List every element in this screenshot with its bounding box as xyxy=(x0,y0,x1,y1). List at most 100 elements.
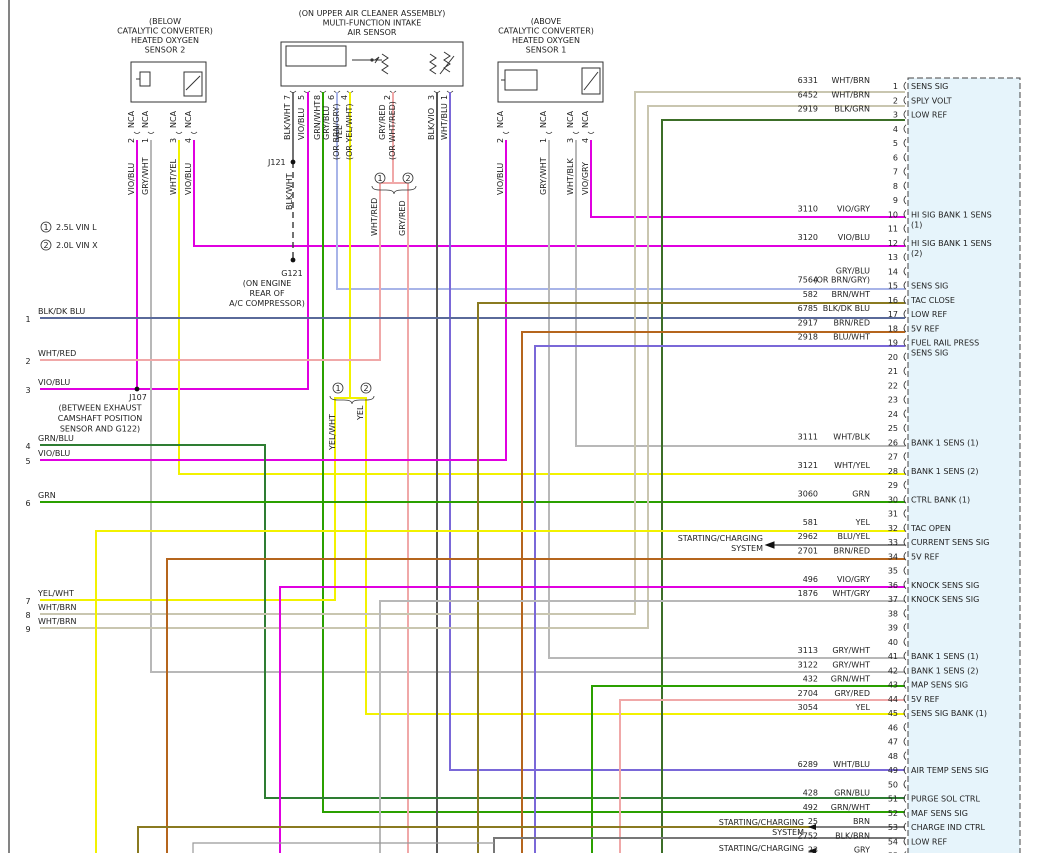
legend-text: 2.0L VIN X xyxy=(56,241,98,250)
connector-fork xyxy=(147,131,155,134)
sensor1-wire-color: VIO/BLU xyxy=(496,163,505,195)
pcm-pin-number: 22 xyxy=(888,381,898,390)
sensor2-wire-color: VIO/BLU xyxy=(184,163,193,195)
pcm-circuit-number: 3111 xyxy=(798,432,818,441)
left-connector-wire-color: GRN/BLU xyxy=(38,434,74,443)
pcm-pin-function: SENS SIG xyxy=(911,82,948,91)
pcm-pin-number: 6 xyxy=(893,153,898,162)
pcm-pin-function: HI SIG BANK 1 SENS xyxy=(911,210,992,219)
legend-mark-ring xyxy=(40,221,52,233)
pcm-pin-function: SENS SIG xyxy=(911,282,948,291)
pcm-pin-number: 23 xyxy=(888,396,898,405)
pcm-wire-color: GRY/BLU xyxy=(836,267,870,276)
maf-title-line: MULTI-FUNCTION INTAKE xyxy=(323,19,422,28)
variant-brace xyxy=(329,395,375,405)
ground-g121-label: (ON ENGINE xyxy=(243,279,292,288)
wire-pcm-32-yel xyxy=(95,530,905,853)
pcm-wire-color: BRN xyxy=(853,817,870,826)
pcm-pin-number: 31 xyxy=(888,510,898,519)
wire-s2-pin4-vio-blu xyxy=(193,140,905,247)
pcm-wire-color-alt: (OR BRN/GRY) xyxy=(814,276,871,285)
pcm-connector-box xyxy=(907,77,1021,853)
pcm-pin-fork xyxy=(903,423,907,433)
pcm-circuit-number: 2917 xyxy=(798,318,818,327)
sensor2-pin-number: 2 xyxy=(127,138,136,143)
connector-fork xyxy=(545,131,553,134)
pcm-circuit-number: 3122 xyxy=(798,660,818,669)
nca-label: NCA xyxy=(127,110,136,128)
pcm-pin-fork xyxy=(903,181,907,191)
pcm-pin-fork xyxy=(903,680,907,689)
pcm-pin-function: CURRENT SENS SIG xyxy=(911,538,989,547)
pcm-pin-fork xyxy=(903,110,907,119)
pcm-circuit-number: 432 xyxy=(803,675,818,684)
pcm-pin-function: BANK 1 SENS (2) xyxy=(911,467,978,476)
pcm-pin-function: KNOCK SENS SIG xyxy=(911,581,979,590)
variant-mark-ring xyxy=(360,382,372,394)
legend-mark: 1 xyxy=(43,223,48,232)
left-connector-wire-color: WHT/RED xyxy=(38,349,76,358)
pcm-pin-number: 48 xyxy=(888,752,898,761)
sensor1-wire-color: WHT/BLK xyxy=(566,158,575,195)
pcm-circuit-number: 6785 xyxy=(798,304,818,313)
pcm-pin-number: 39 xyxy=(888,624,898,633)
pcm-circuit-number: 3120 xyxy=(798,233,818,242)
starting-charging-system-label: SYSTEM xyxy=(731,544,763,553)
pcm-circuit-number: 3054 xyxy=(798,703,818,712)
pcm-pin-number: 24 xyxy=(888,410,898,419)
maf-pin-number: 6 xyxy=(327,95,336,100)
pcm-pin-number: 26 xyxy=(888,438,898,447)
left-connector-pin-number: 1 xyxy=(25,315,30,324)
nca-label: NCA xyxy=(539,110,548,128)
pcm-pin-fork xyxy=(903,580,907,590)
wire-s1-pin4-vio-gry xyxy=(590,140,905,218)
pcm-pin-number: 40 xyxy=(888,638,898,647)
ground-g121-label: REAR OF xyxy=(249,289,284,298)
sensor2-pin-number: 4 xyxy=(184,138,193,143)
maf-pin-number: 5 xyxy=(297,95,306,100)
pcm-wire-color: YEL xyxy=(855,518,871,527)
splice-j107-label: SENSOR AND G122) xyxy=(60,425,140,434)
pcm-pin-function: LOW REF xyxy=(911,111,948,120)
pcm-circuit-number: 1876 xyxy=(798,589,818,598)
sensor2-title-line: CATALYTIC CONVERTER) xyxy=(117,27,213,36)
variant-mark-ring xyxy=(402,172,414,184)
pcm-pin-function: KNOCK SENS SIG xyxy=(911,595,979,604)
pcm-pin-function: SPLY VOLT xyxy=(911,96,952,105)
pcm-circuit-number: 3060 xyxy=(798,489,818,498)
pcm-pin-fork xyxy=(903,209,907,219)
pcm-circuit-number: 7564 xyxy=(798,276,818,285)
pcm-pin-fork xyxy=(903,594,907,604)
pcm-pin-function: 5V REF xyxy=(911,552,940,561)
wire-pcm-19-blu-wht xyxy=(534,345,905,853)
pcm-wire-color: BRN/RED xyxy=(834,318,871,327)
pcm-pin-function: LOW REF xyxy=(911,837,948,846)
pcm-pin-number: 43 xyxy=(888,681,898,690)
pcm-pin-function: CTRL BANK (1) xyxy=(911,495,970,504)
maf-wire-color: GRY/BLU xyxy=(322,106,331,140)
pcm-pin-fork xyxy=(903,95,907,105)
pcm-circuit-number: 6331 xyxy=(798,76,818,85)
splice-j107-label: CAMSHAFT POSITION xyxy=(58,414,143,423)
sensor1-title-line: HEATED OXYGEN xyxy=(512,36,580,45)
pcm-pin-fork xyxy=(903,266,907,276)
wire-pcm-53-brn xyxy=(137,826,810,853)
pcm-pin-number: 8 xyxy=(893,182,898,191)
pcm-pin-function: BANK 1 SENS (2) xyxy=(911,666,978,675)
pcm-pin-fork xyxy=(903,124,907,134)
variant-wire-color: WHT/RED xyxy=(370,198,379,236)
pcm-wire-color: YEL xyxy=(855,703,871,712)
pcm-pin-fork xyxy=(903,523,907,533)
pcm-pin-fork xyxy=(903,409,907,419)
maf-wire-color: GRY/RED xyxy=(378,104,387,140)
pcm-pin-fork xyxy=(903,452,907,461)
pcm-pin-fork xyxy=(904,851,907,853)
maf-wire-alt-color: (OR YEL/WHT) xyxy=(345,103,354,160)
left-connector-pin-number: 2 xyxy=(25,357,30,366)
pcm-pin-fork xyxy=(903,152,907,162)
pcm-circuit-number: 2752 xyxy=(798,831,818,840)
wire-pcm-34-brn-red xyxy=(166,558,905,853)
pcm-pin-fork xyxy=(903,437,907,447)
connector-fork xyxy=(587,131,595,134)
